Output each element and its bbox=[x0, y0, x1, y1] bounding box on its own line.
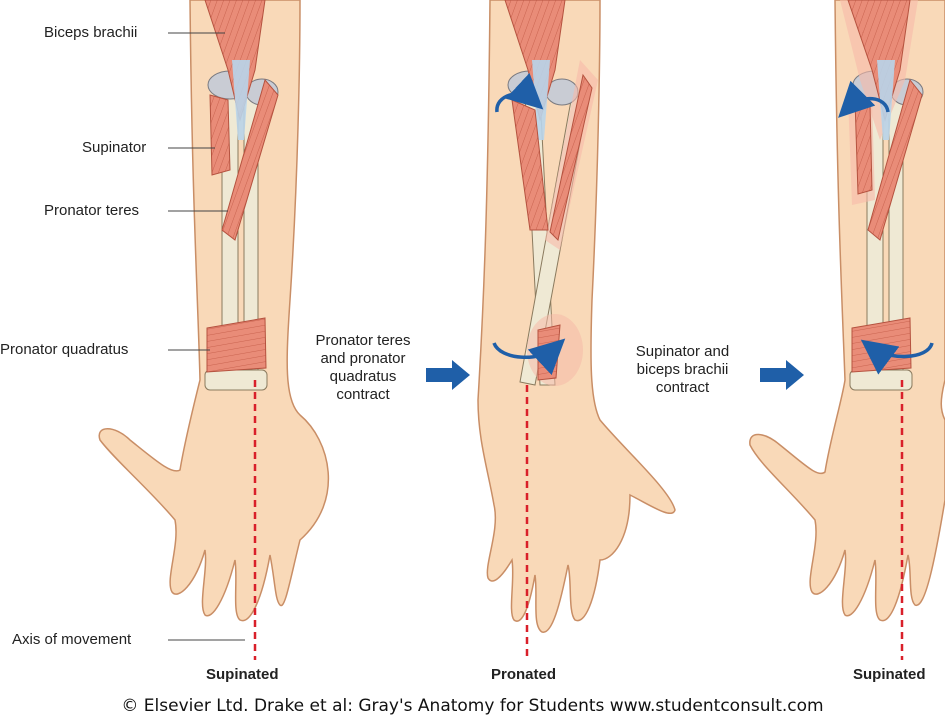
middle-arm-pronated bbox=[478, 0, 675, 632]
left-arm-supinated bbox=[99, 0, 328, 621]
supination-caption: Supinator and biceps brachii contract bbox=[615, 343, 750, 397]
label-biceps-brachii: Biceps brachii bbox=[44, 24, 137, 42]
transition-arrow-pronate bbox=[426, 360, 470, 390]
copyright-notice: © Elsevier Ltd. Drake et al: Gray's Anat… bbox=[0, 696, 945, 716]
pronation-caption-line: quadratus bbox=[298, 368, 428, 386]
transition-arrow-supinate bbox=[760, 360, 804, 390]
state-label-supinated-right: Supinated bbox=[853, 666, 926, 683]
pronation-caption: Pronator teres and pronator quadratus co… bbox=[298, 332, 428, 404]
pronation-caption-line: Pronator teres bbox=[298, 332, 428, 350]
supination-caption-line: Supinator and bbox=[615, 343, 750, 361]
state-label-supinated-left: Supinated bbox=[206, 666, 279, 683]
state-label-pronated: Pronated bbox=[491, 666, 556, 683]
label-pronator-teres: Pronator teres bbox=[44, 202, 139, 220]
label-supinator: Supinator bbox=[82, 139, 146, 157]
label-axis-of-movement: Axis of movement bbox=[12, 631, 131, 649]
label-pronator-quadratus: Pronator quadratus bbox=[0, 341, 128, 359]
pronation-caption-line: contract bbox=[298, 386, 428, 404]
pronation-caption-line: and pronator bbox=[298, 350, 428, 368]
supination-caption-line: contract bbox=[615, 379, 750, 397]
right-arm-supinated bbox=[750, 0, 945, 621]
supination-caption-line: biceps brachii bbox=[615, 361, 750, 379]
